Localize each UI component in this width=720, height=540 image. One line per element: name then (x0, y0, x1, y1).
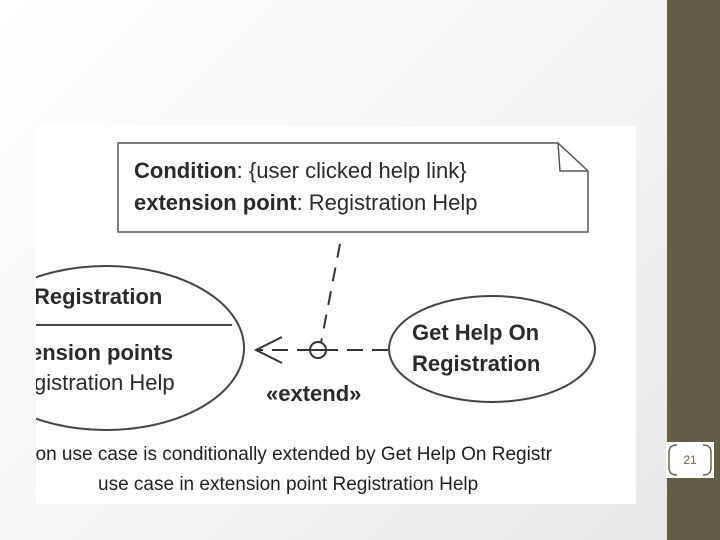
page-number-badge: 21 (666, 442, 714, 478)
extension-point-item: gistration Help (36, 370, 175, 395)
caption-line2: use case in extension point Registration… (98, 474, 479, 495)
extension-points-title: ension points (36, 340, 173, 365)
note-extension-point-value: : Registration Help (297, 190, 478, 215)
uml-use-case-diagram: Condition: {user clicked help link} exte… (36, 126, 636, 504)
base-use-case-ellipse (36, 265, 245, 431)
extending-use-case-line1: Get Help On (412, 320, 539, 345)
note-condition-value: : {user clicked help link} (237, 158, 467, 183)
svg-text:Condition: {user clicked help: Condition: {user clicked help link} (134, 158, 467, 183)
svg-text:extension point: Registration: extension point: Registration Help (134, 190, 478, 215)
extend-stereotype-label: «extend» (266, 381, 361, 406)
note-anchor-line (319, 243, 341, 349)
note-extension-point-key: extension point (134, 190, 297, 215)
caption-line1: tion use case is conditionally extended … (36, 444, 552, 465)
extending-use-case-line2: Registration (412, 351, 540, 376)
note-outline (117, 142, 589, 233)
note-condition-key: Condition (134, 158, 237, 183)
extend-relationship: «extend» (253, 336, 388, 406)
base-use-case-name: Registration (36, 284, 162, 309)
diagram-canvas: Condition: {user clicked help link} exte… (36, 142, 596, 431)
page-number-brackets (668, 444, 712, 476)
extending-use-case: Get Help On Registration (388, 295, 596, 403)
base-use-case: Registration ension points gistration He… (36, 265, 245, 431)
extend-arrowhead (253, 336, 283, 364)
note-box: Condition: {user clicked help link} exte… (117, 142, 589, 233)
page-number: 21 (683, 453, 697, 467)
note-fold-corner (557, 142, 588, 172)
extending-use-case-ellipse (388, 295, 596, 403)
